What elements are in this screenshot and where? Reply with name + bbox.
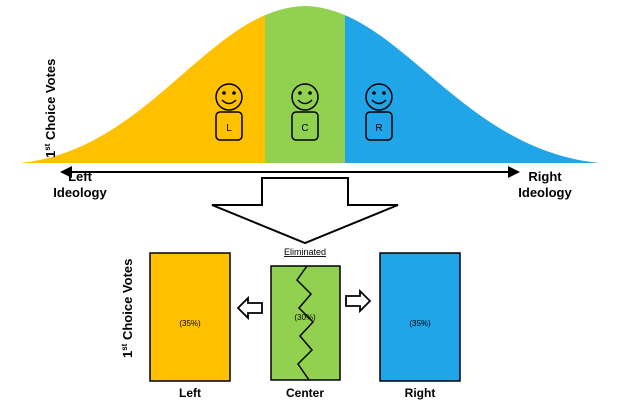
top-y-axis-label: 1st Choice Votes: [43, 59, 58, 158]
arrow-right-icon: [345, 288, 372, 314]
figure-letter: R: [375, 123, 382, 134]
curve-right-region: [345, 6, 600, 163]
figure-body: [215, 111, 243, 141]
bar-right: [379, 252, 461, 382]
figure-body: [365, 111, 393, 141]
figure-right: R: [365, 83, 393, 141]
figure-body: [291, 111, 319, 141]
bar-center-pct: (30%): [294, 313, 316, 322]
arrow-left-icon: [236, 295, 263, 321]
right-ideology-label-2: Ideology: [518, 185, 572, 200]
left-ideology-label-2: Ideology: [53, 185, 107, 200]
bell-curve: [20, 6, 600, 163]
ideology-axis-arrow: [60, 166, 520, 178]
figure-letter: C: [301, 123, 308, 134]
figure-center: C: [291, 83, 319, 141]
figure-letter: L: [226, 123, 232, 134]
bar-left-pct: (35%): [179, 319, 201, 328]
bar-left-name: Left: [179, 386, 201, 400]
bar-left: [149, 252, 231, 382]
left-ideology-label: Left: [68, 169, 93, 184]
bottom-y-axis-label: 1st Choice Votes: [120, 259, 135, 358]
smiley-face-icon: [365, 83, 393, 111]
smiley-face-icon: [291, 83, 319, 111]
right-ideology-label: Right: [528, 169, 562, 184]
arrowhead-left-icon: [60, 166, 72, 178]
bar-right-pct: (35%): [409, 319, 431, 328]
down-arrow-icon: [211, 177, 399, 245]
smiley-face-icon: [215, 83, 243, 111]
zigzag-split-line: [296, 265, 315, 381]
figure-left: L: [215, 83, 243, 141]
eliminated-label: Eliminated: [284, 247, 326, 257]
bar-right-name: Right: [405, 386, 436, 400]
bar-center-name: Center: [286, 386, 324, 400]
arrowhead-right-icon: [508, 166, 520, 178]
bar-center: [270, 265, 341, 381]
